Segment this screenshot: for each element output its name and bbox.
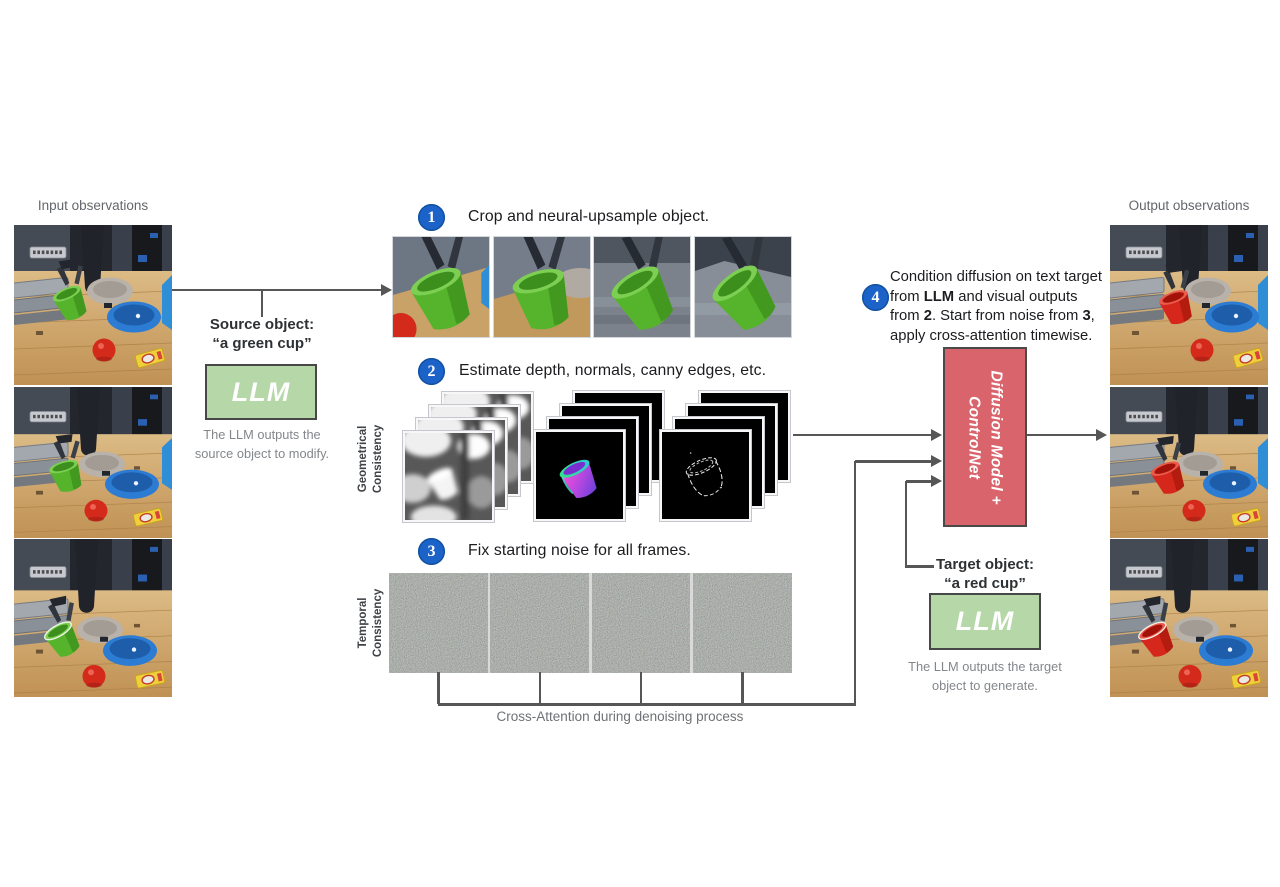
step-1-badge: 1 — [418, 204, 445, 231]
cross-attn-bus-line — [438, 703, 856, 706]
input-to-crop-arrow-line — [172, 288, 382, 292]
geometry-to-diffusion-arrowhead — [931, 428, 942, 441]
step-3-number: 3 — [427, 542, 436, 560]
diffusion-model-label-line2: ControlNet — [966, 396, 983, 480]
canny-edge-layer-1 — [659, 429, 752, 522]
step-3-badge: 3 — [418, 538, 445, 565]
target-llm-caption-line1: The LLM outputs the target — [908, 659, 1062, 674]
temporal-consistency-label: Temporal Consistency — [356, 568, 386, 678]
temporal-label-line2: Consistency — [372, 588, 384, 658]
temporal-label-line1: Temporal — [357, 597, 370, 649]
target-to-diffusion-arrowhead — [931, 475, 942, 488]
geometrical-label-line1: Geometrical — [357, 425, 370, 493]
source-branch-line — [260, 291, 264, 317]
output-observation-frame-3 — [1110, 539, 1268, 697]
source-llm-caption: The LLM outputs the source object to mod… — [177, 426, 347, 463]
step-2-number: 2 — [427, 362, 436, 380]
starting-noise-frame-3 — [591, 573, 691, 673]
starting-noise-frame-2 — [490, 573, 590, 673]
target-object-label-line1: Target object: — [935, 556, 1035, 573]
depth-map-stack — [402, 391, 535, 524]
cross-attn-stub-3 — [639, 672, 643, 704]
step-1-title: Crop and neural-upsample object. — [468, 208, 710, 225]
cross-attention-label: Cross-Attention during denoising process — [496, 709, 744, 724]
source-llm-label: LLM — [231, 376, 291, 407]
diffusion-model-label-line1: Diffusion Model + — [987, 370, 1005, 505]
output-observation-frame-1 — [1110, 225, 1268, 385]
cross-attn-stub-4 — [741, 672, 744, 704]
input-observation-frame-3 — [14, 539, 172, 697]
output-observation-images — [1110, 225, 1268, 699]
noise-to-diffusion-vertical-line — [853, 461, 857, 706]
input-observation-frame-2 — [14, 386, 172, 538]
target-llm-box: LLM — [929, 593, 1041, 650]
cropped-object-frame-1 — [391, 236, 491, 338]
target-llm-caption: The LLM outputs the target object to gen… — [895, 658, 1075, 695]
cross-attn-stub-2 — [538, 672, 542, 704]
noise-to-diffusion-arrow-line — [855, 460, 932, 463]
output-observations-title: Output observations — [1128, 198, 1250, 213]
input-observations-title: Input observations — [37, 198, 149, 213]
target-elbow-vertical-line — [904, 481, 908, 567]
diffusion-model-box — [943, 347, 1027, 527]
normal-map-layer-1 — [533, 429, 626, 522]
target-llm-label: LLM — [955, 606, 1015, 636]
source-object-label-line2: “a green cup” — [212, 334, 312, 352]
cropped-object-frames — [391, 236, 792, 338]
target-llm-caption-line2: object to generate. — [931, 677, 1038, 693]
step-3-title: Fix starting noise for all frames. — [468, 542, 691, 559]
source-llm-caption-line2: source object to modify. — [194, 445, 330, 461]
depth-map-layer-1 — [402, 430, 495, 523]
target-elbow-horizontal-line — [904, 565, 934, 568]
input-observation-frame-1 — [14, 225, 172, 385]
step-4-badge: 4 — [862, 284, 889, 311]
source-llm-box: LLM — [205, 364, 317, 420]
geometrical-consistency-label: Geometrical Consistency — [356, 404, 386, 514]
target-object-label-line2: “a red cup” — [944, 574, 1026, 592]
input-to-crop-arrowhead — [381, 283, 392, 296]
starting-noise-frame-1 — [389, 573, 488, 673]
diffusion-to-output-arrowhead — [1096, 428, 1107, 441]
output-observation-frame-2 — [1110, 386, 1268, 538]
target-to-diffusion-arrow-line — [905, 480, 932, 483]
input-observation-images — [14, 225, 172, 699]
canny-edge-stack — [659, 390, 792, 523]
target-object-label: Target object: “a red cup” — [910, 556, 1060, 594]
diffusion-model-label: Diffusion Model + ControlNet — [963, 353, 1006, 523]
cropped-object-frame-4 — [693, 236, 792, 338]
source-object-label-line1: Source object: — [209, 316, 315, 333]
normal-map-stack — [533, 390, 666, 523]
cropped-object-frame-2 — [492, 236, 591, 338]
step-2-title: Estimate depth, normals, canny edges, et… — [459, 362, 767, 379]
starting-noise-frames — [389, 573, 792, 673]
noise-to-diffusion-arrowhead — [931, 455, 942, 468]
cross-attn-stub-1 — [437, 672, 440, 704]
step-1-number: 1 — [427, 208, 436, 226]
starting-noise-frame-4 — [692, 573, 792, 673]
diffusion-to-output-arrow-line — [1027, 433, 1096, 437]
step-4-number: 4 — [871, 288, 880, 306]
geometrical-label-line2: Consistency — [372, 424, 384, 494]
geometry-to-diffusion-arrow-line — [793, 433, 931, 437]
source-object-label: Source object: “a green cup” — [187, 316, 337, 354]
step-2-badge: 2 — [418, 358, 445, 385]
source-llm-caption-line1: The LLM outputs the — [203, 427, 321, 442]
cropped-object-frame-3 — [593, 236, 692, 338]
